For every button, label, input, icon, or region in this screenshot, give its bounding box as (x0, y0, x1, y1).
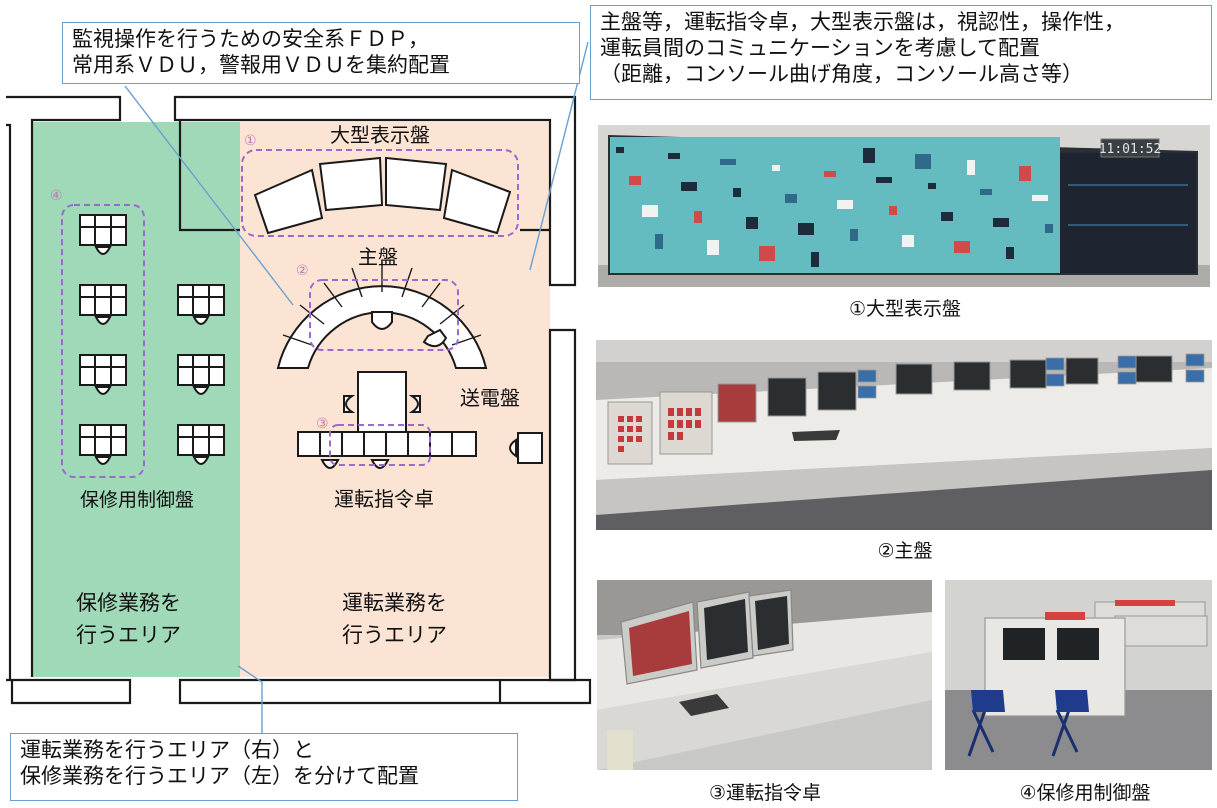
caption-large-display: ①大型表示盤 (848, 298, 962, 320)
maintenance-desk (177, 424, 225, 465)
callout-line: 運転業務を行うエリア（右）と (20, 738, 314, 762)
maintenance-area (32, 122, 240, 677)
callout-line: （距離，コンソール曲げ角度，コンソール高さ等） (600, 62, 1083, 86)
panel-screens (607, 353, 1205, 465)
callout-line: 監視操作を行うための安全系ＦＤＰ， (72, 27, 429, 51)
marker-3: ③ (316, 416, 329, 432)
maintenance-desk (79, 214, 127, 255)
maintenance-desk (79, 354, 127, 395)
photo-large-display: 11:01:52 (598, 125, 1210, 287)
callout-consolidation: 監視操作を行うための安全系ＦＤＰ， 常用系ＶＤＵ，警報用ＶＤＵを集約配置 (62, 22, 580, 84)
main-panel-chairs (371, 311, 448, 348)
display-widgets (616, 147, 1188, 267)
transmission-panel-label: 送電盤 (460, 386, 520, 410)
callout-line: 保修業務を行うエリア（左）を分けて配置 (20, 764, 419, 788)
maintenance-area-label-2: 行うエリア (76, 623, 181, 647)
maintenance-desk (177, 284, 225, 325)
maintenance-desk (177, 354, 225, 395)
marker-box-3 (329, 424, 431, 466)
maintenance-desk (79, 424, 127, 465)
marker-4: ④ (50, 188, 63, 204)
marker-box-2 (309, 279, 459, 351)
marker-1: ① (244, 133, 257, 149)
caption-maintenance-panel: ④保修用制御盤 (1019, 782, 1151, 804)
operation-area-label-2: 行うエリア (342, 623, 447, 647)
large-display-panel (253, 156, 512, 235)
marker-box-4 (61, 204, 145, 478)
large-display-label: 大型表示盤 (330, 123, 430, 147)
clock-readout: 11:01:52 (1099, 142, 1162, 157)
operation-desk-label: 運転指令卓 (334, 487, 434, 511)
floor-plan: ① 大型表示盤 ② 主盤 送電盤 ③ 運転指令卓 (6, 41, 592, 733)
operation-area-label-1: 運転業務を (342, 591, 447, 615)
maintenance-area-label-1: 保修業務を (76, 591, 181, 615)
maintenance-panel-label: 保修用制御盤 (80, 489, 194, 511)
callout-line: 主盤等，運転指令卓，大型表示盤は，視認性，操作性， (600, 10, 1125, 34)
callout-area-separation: 運転業務を行うエリア（右）と 保修業務を行うエリア（左）を分けて配置 (10, 733, 518, 801)
maintenance-desks (79, 214, 225, 465)
marker-box-1 (241, 149, 519, 237)
marker-2: ② (296, 263, 309, 279)
main-panel-label: 主盤 (358, 245, 398, 269)
maintenance-desk (79, 284, 127, 325)
main-panel-console (276, 285, 488, 369)
operation-desk (297, 371, 543, 469)
caption-main-panel: ②主盤 (877, 540, 933, 562)
callout-layout-consideration: 主盤等，運転指令卓，大型表示盤は，視認性，操作性， 運転員間のコミュニケーション… (590, 5, 1212, 100)
callout-line: 運転員間のコミュニケーションを考慮して配置 (600, 36, 1040, 60)
photo-operation-desk (597, 580, 932, 770)
callout-line: 常用系ＶＤＵ，警報用ＶＤＵを集約配置 (72, 53, 450, 77)
walls (6, 95, 592, 705)
photo-main-panel (596, 340, 1212, 530)
photo-maintenance-panel (945, 580, 1212, 770)
caption-operation-desk: ③運転指令卓 (708, 782, 822, 804)
